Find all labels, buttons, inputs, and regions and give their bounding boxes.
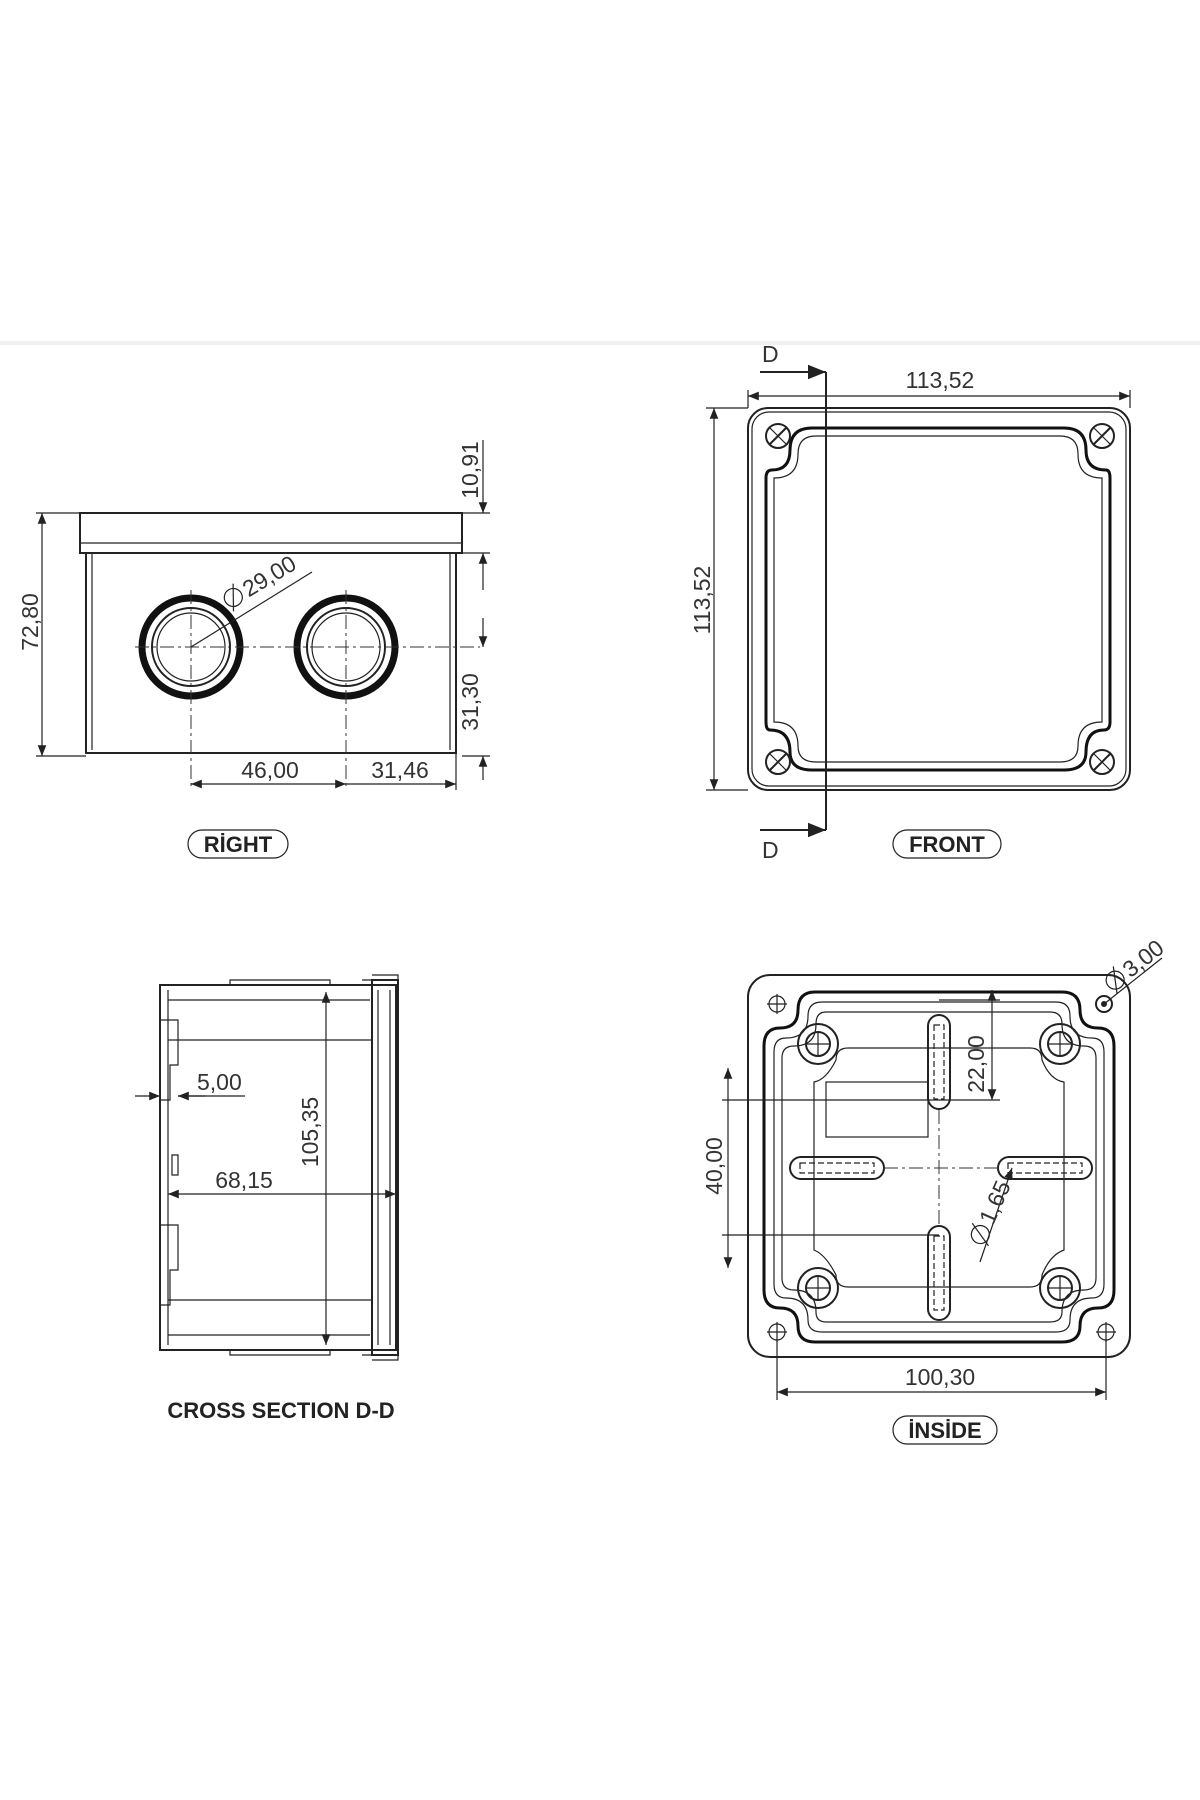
right-view-lid (79, 512, 463, 554)
boss-tr (1039, 1023, 1081, 1065)
right-view-label-frame (187, 829, 289, 859)
front-view: D D 113,52 113,52 FRONT (689, 341, 1131, 863)
dim-hole-spacing: 46,00 (241, 757, 299, 783)
right-view-body (85, 552, 457, 754)
lid-screw-tr (1089, 423, 1115, 449)
dim-screw-diameter: 3,00 (1117, 934, 1168, 982)
section-mark-bottom: D (762, 837, 779, 863)
inside-view-label-frame (892, 1415, 998, 1445)
dim-height: 72,80 (17, 593, 43, 651)
dim-hole-edge: 31,46 (371, 757, 429, 783)
dim-rail-length: 22,00 (963, 1035, 989, 1093)
dim-depth: 68,15 (215, 1167, 273, 1193)
dim-wall: 5,00 (197, 1069, 242, 1095)
fix-hole-tl (767, 994, 787, 1014)
dim-hole-height: 31,30 (457, 673, 483, 731)
dim-hole-diameter: 29,00 (238, 550, 301, 602)
dim-front-height: 113,52 (689, 566, 715, 635)
lid-screw-bl (765, 749, 791, 775)
right-view-label: RİGHT (204, 832, 273, 857)
rail-left (789, 1156, 885, 1180)
right-view: 72,80 10,91 31,30 46,00 31,46 29,00 RİGH… (17, 440, 490, 859)
dim-front-width: 113,52 (906, 367, 975, 393)
front-view-label: FRONT (909, 832, 985, 857)
front-view-label-frame (892, 829, 1002, 859)
lid-screw-br (1089, 749, 1115, 775)
boss-bl (797, 1267, 839, 1309)
dim-mount-spacing: 100,30 (905, 1364, 975, 1390)
label-window (825, 1081, 929, 1138)
page-divider (0, 341, 1200, 345)
cross-section-view: 5,00 68,15 105,35 CROSS SECTION D-D (135, 974, 399, 1423)
dim-rail-spacing: 40,00 (701, 1137, 727, 1195)
inside-view: 3,00 22,00 40,00 1,65 100,30 İNSİDE (701, 934, 1169, 1445)
section-mark-top: D (762, 341, 779, 367)
dim-lid: 10,91 (457, 441, 483, 499)
fix-hole-bl (767, 1322, 787, 1342)
front-lid-seal (764, 426, 1112, 772)
front-view-outline (747, 407, 1131, 791)
inside-view-label: İNSİDE (908, 1418, 981, 1443)
dim-rail-slot: 1,65 (974, 1176, 1016, 1227)
fix-hole-br (1096, 1322, 1116, 1342)
inside-outline (747, 974, 1131, 1358)
rail-top (927, 1014, 951, 1110)
rail-right (997, 1156, 1093, 1180)
lid-screw-tl (765, 423, 791, 449)
rail-bottom (927, 1225, 951, 1321)
boss-br (1039, 1267, 1081, 1309)
section-label: CROSS SECTION D-D (167, 1398, 394, 1423)
boss-tl (797, 1023, 839, 1065)
dim-section-height: 105,35 (297, 1097, 323, 1167)
